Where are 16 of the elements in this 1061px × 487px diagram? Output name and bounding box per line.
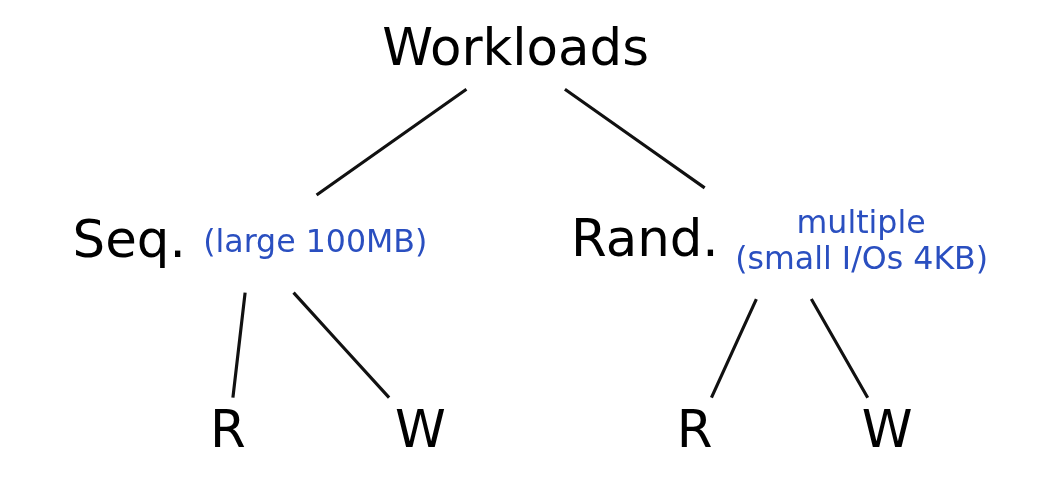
node-label: (large 100MB) bbox=[202, 223, 427, 260]
node-text: R bbox=[676, 398, 713, 459]
connector bbox=[709, 298, 758, 399]
node-text: R bbox=[209, 398, 246, 459]
node-text: Workloads bbox=[381, 17, 649, 78]
connector bbox=[809, 298, 869, 399]
connector bbox=[291, 291, 390, 399]
node-label: multiple bbox=[796, 204, 926, 241]
connector bbox=[230, 292, 247, 398]
connector bbox=[563, 88, 706, 190]
node-text: W bbox=[861, 398, 913, 459]
node-text: Seq. bbox=[72, 208, 186, 269]
node-text: Rand. bbox=[570, 207, 719, 268]
connector bbox=[315, 88, 467, 197]
node-label: (small I/Os 4KB) bbox=[734, 239, 988, 276]
node-text: W bbox=[394, 398, 446, 459]
